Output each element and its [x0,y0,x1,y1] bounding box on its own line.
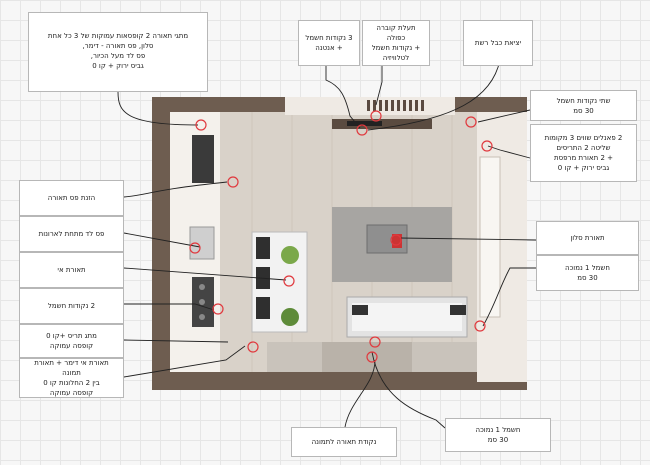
label-outlet-low-30: חשמל 1 נמוכה 30 סמ [536,255,639,291]
marker-circle [227,176,239,188]
marker-circle [247,341,259,353]
label-island-light: תאורת אי [19,252,124,288]
marker-circle [481,140,493,152]
marker-circle [212,303,224,315]
label-shutter-switch: מתג תריס +קו 0 קופסה עמוקה [19,324,124,358]
label-living-light: תאורת סלון [536,221,639,255]
label-switch-triple: מתגי תאורה 2 קופסאות עמוקות של 3 כל אחת … [28,12,208,92]
label-island-dimmer: תאורת אי דימר + תאורת תמונה בין 2 החלונו… [19,358,124,398]
label-led-under-cabinets: פס לד מתחת לארונות [19,216,124,252]
marker-circle [189,242,201,254]
label-outlets-antenna: 3 נקודות חשמל + אנטנה [298,20,360,66]
marker-circle [283,275,295,287]
marker-circle [195,119,207,131]
label-three-way-panels: 2 פאנלים שווים 3 מקומות שליטה 2 התריסים … [530,124,637,182]
marker-circle [356,124,368,136]
label-network-exit: יציאת כבל רשת [463,20,533,66]
marker-circle [369,336,381,348]
marker-circle [370,110,382,122]
label-light-strip-feed: הזנת פס תאורה [19,180,124,216]
label-picture-light-point: נקודת תאורה לתמונה [291,427,397,457]
label-two-outlets-30: שתי נקודות חשמל 30 סמ [530,90,637,121]
label-tv-conduit: תעלת קוברה כפולה + נקודות חשמל לטלוויזיה [362,20,430,66]
marker-circle [474,320,486,332]
marker-circle [366,351,378,363]
label-outlet-low-30-bottom: חשמל 1 נמוכה 30 סמ [445,418,551,452]
marker-circle [465,116,477,128]
marker-circle [390,234,402,246]
label-two-outlets: 2 נקודות חשמל [19,288,124,324]
floor-plan [152,97,527,390]
